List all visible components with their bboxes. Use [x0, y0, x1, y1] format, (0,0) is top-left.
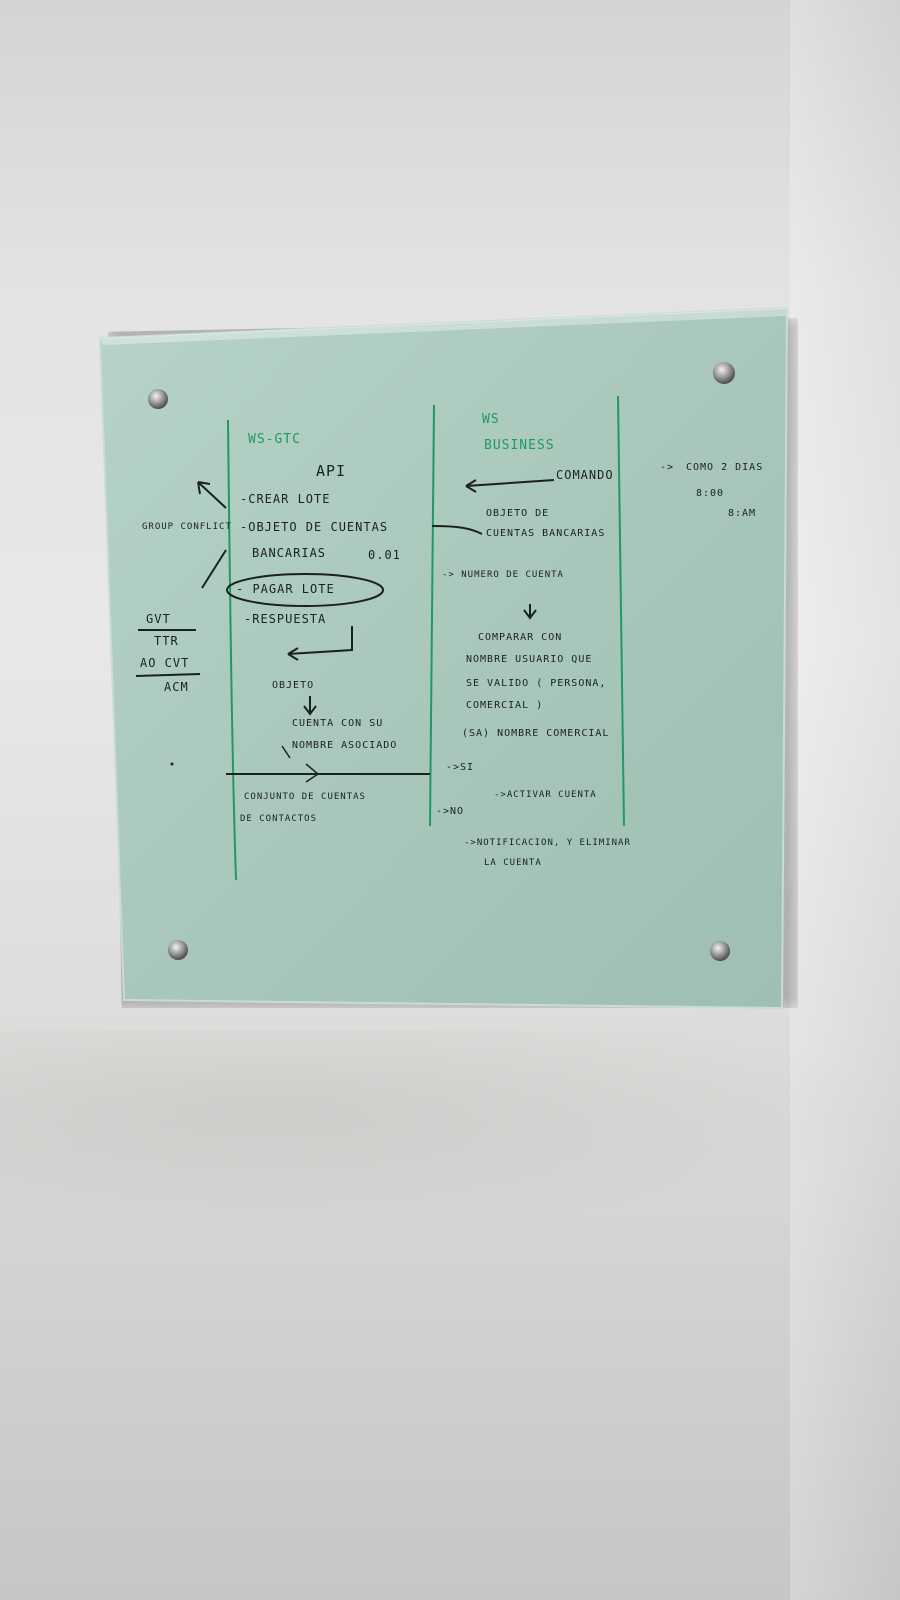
- pagar-lote-circle: [226, 573, 384, 607]
- right-column-title-line2: BUSINESS: [484, 438, 555, 453]
- left-flow-account-line2: NOMBRE ASOCIADO: [292, 740, 398, 751]
- version-label: 0.01: [368, 548, 401, 562]
- standoff-bolt-top-left: [148, 389, 168, 409]
- right-flow-command: COMANDO: [556, 468, 614, 482]
- arrow-return: [287, 626, 353, 661]
- api-item-respuesta: -RESPUESTA: [244, 612, 327, 626]
- divider-arrow-tip: [305, 763, 320, 783]
- wall-smudge: [0, 1030, 900, 1230]
- green-line-left: [227, 419, 237, 881]
- right-flow-object-line1: OBJETO DE: [486, 508, 550, 519]
- arrow-comando-left: [465, 479, 555, 493]
- account-numbers-text: NUMERO DE CUENTA: [461, 570, 564, 580]
- api-item-crear-lote: -CREAR LOTE: [240, 492, 331, 506]
- right-flow-notify-line1: ->NOTIFICACION, Y ELIMINAR: [464, 838, 631, 848]
- right-flow-company-type: (SA) NOMBRE COMERCIAL: [462, 728, 610, 739]
- standoff-bolt-bottom-left: [168, 940, 188, 960]
- left-flow-grouping-line2: DE CONTACTOS: [240, 814, 318, 824]
- right-flow-account-numbers: -> NUMERO DE CUENTA: [442, 570, 564, 580]
- right-flow-compare-line3: SE VALIDO ( PERSONA,: [466, 678, 607, 689]
- line-objeto-connector: [431, 525, 483, 535]
- line-down-left: [201, 549, 227, 589]
- arrow-down-objeto: [303, 696, 317, 716]
- aocvt-underline: [135, 673, 201, 677]
- side-note: GROUP CONFLICT: [142, 522, 232, 532]
- left-flow-grouping-line1: CONJUNTO DE CUENTAS: [244, 792, 366, 802]
- standoff-bolt-bottom-right: [710, 941, 730, 961]
- right-flow-yes-branch: ->SI: [446, 762, 475, 773]
- api-title: API: [316, 462, 347, 480]
- standoff-bolt-top-right: [713, 362, 735, 384]
- right-flow-compare-line2: NOMBRE USUARIO QUE: [466, 654, 593, 665]
- right-flow-command-arrow: ->: [660, 462, 675, 473]
- right-column-title-line1: WS: [482, 412, 500, 427]
- arrow-down-compare: [523, 604, 537, 620]
- arrow-up-left: [197, 481, 227, 509]
- tick-mark: [281, 745, 291, 759]
- right-flow-schedule-note: COMO 2 DIAS: [686, 462, 764, 473]
- right-flow-time2: 8:AM: [728, 508, 757, 519]
- right-flow-no-branch: ->NO: [436, 806, 465, 817]
- left-margin-line1: GVT: [146, 612, 171, 626]
- green-line-middle: [429, 404, 435, 827]
- right-flow-notify-line2: LA CUENTA: [484, 858, 542, 868]
- right-flow-compare-line4: COMERCIAL ): [466, 700, 544, 711]
- api-item-bancarias: BANCARIAS: [252, 546, 327, 560]
- left-margin-line3: AO CVT: [140, 656, 190, 670]
- wall-corner-shade: [790, 0, 900, 1600]
- left-column-title: WS-GTC: [248, 432, 301, 447]
- left-margin-line4: ACM: [164, 680, 189, 694]
- left-flow-object: OBJETO: [272, 680, 315, 691]
- right-flow-compare-line1: COMPARAR CON: [478, 632, 563, 643]
- left-margin-line2: TTR: [154, 634, 179, 648]
- api-item-objeto-cuentas: -OBJETO DE CUENTAS: [240, 520, 389, 534]
- api-item-pagar-lote: - PAGAR LOTE: [236, 582, 335, 596]
- left-flow-account-line1: CUENTA CON SU: [292, 718, 384, 729]
- right-flow-object-line2: CUENTAS BANCARIAS: [486, 528, 606, 539]
- green-line-right: [617, 395, 625, 827]
- right-flow-time1: 8:00: [696, 488, 725, 499]
- marker-dot: [170, 762, 174, 766]
- glass-panel: [98, 306, 789, 1010]
- right-flow-activate-account: ->ACTIVAR CUENTA: [494, 790, 597, 800]
- glass-edge-highlight: [100, 308, 787, 345]
